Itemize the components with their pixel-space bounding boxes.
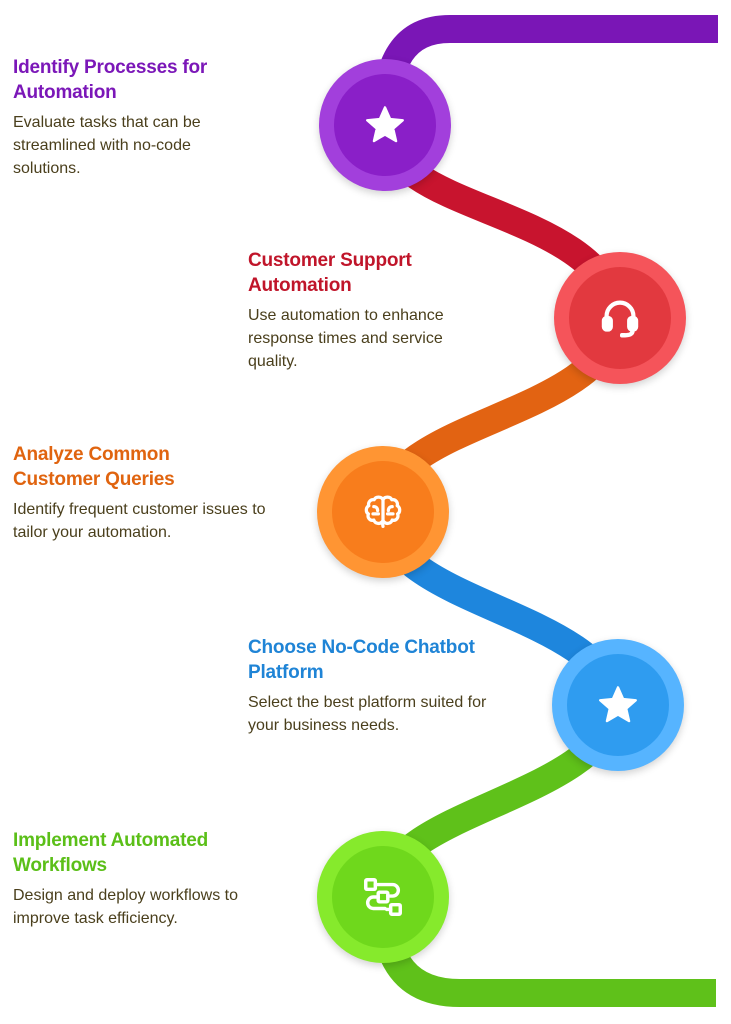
step-4-description: Select the best platform suited for your… bbox=[248, 694, 487, 734]
step-4-node-inner bbox=[567, 654, 669, 756]
headset-icon bbox=[601, 300, 639, 338]
step-5-title: Implement Automated Workflows bbox=[13, 830, 209, 876]
step-3-title: Analyze Common Customer Queries bbox=[13, 444, 175, 490]
step-4-text: Choose No-Code Chatbot Platform Select t… bbox=[248, 635, 528, 737]
step-1-node-inner bbox=[334, 74, 436, 176]
step-2-node-inner bbox=[569, 267, 671, 369]
star-icon bbox=[366, 106, 404, 143]
step-4-title: Choose No-Code Chatbot Platform bbox=[248, 637, 475, 683]
step-1-text: Identify Processes for Automation Evalua… bbox=[13, 55, 293, 180]
step-5-text: Implement Automated Workflows Design and… bbox=[13, 828, 293, 930]
step-1-description: Evaluate tasks that can be streamlined w… bbox=[13, 114, 201, 177]
step-2-node bbox=[554, 252, 686, 384]
step-2-description: Use automation to enhance response times… bbox=[248, 307, 444, 370]
step-3-node-inner bbox=[332, 461, 434, 563]
step-2-text: Customer Support Automation Use automati… bbox=[248, 248, 528, 373]
step-1-node bbox=[319, 59, 451, 191]
brain-icon bbox=[364, 495, 402, 529]
step-4-node bbox=[552, 639, 684, 771]
step-3-node bbox=[317, 446, 449, 578]
step-3-description: Identify frequent customer issues to tai… bbox=[13, 501, 266, 541]
star-icon bbox=[599, 686, 637, 723]
step-2-title: Customer Support Automation bbox=[248, 250, 412, 296]
step-5-description: Design and deploy workflows to improve t… bbox=[13, 887, 239, 927]
workflow-icon bbox=[364, 878, 402, 916]
step-3-text: Analyze Common Customer Queries Identify… bbox=[13, 442, 293, 544]
step-5-node-inner bbox=[332, 846, 434, 948]
step-1-title: Identify Processes for Automation bbox=[13, 57, 208, 103]
step-5-node bbox=[317, 831, 449, 963]
